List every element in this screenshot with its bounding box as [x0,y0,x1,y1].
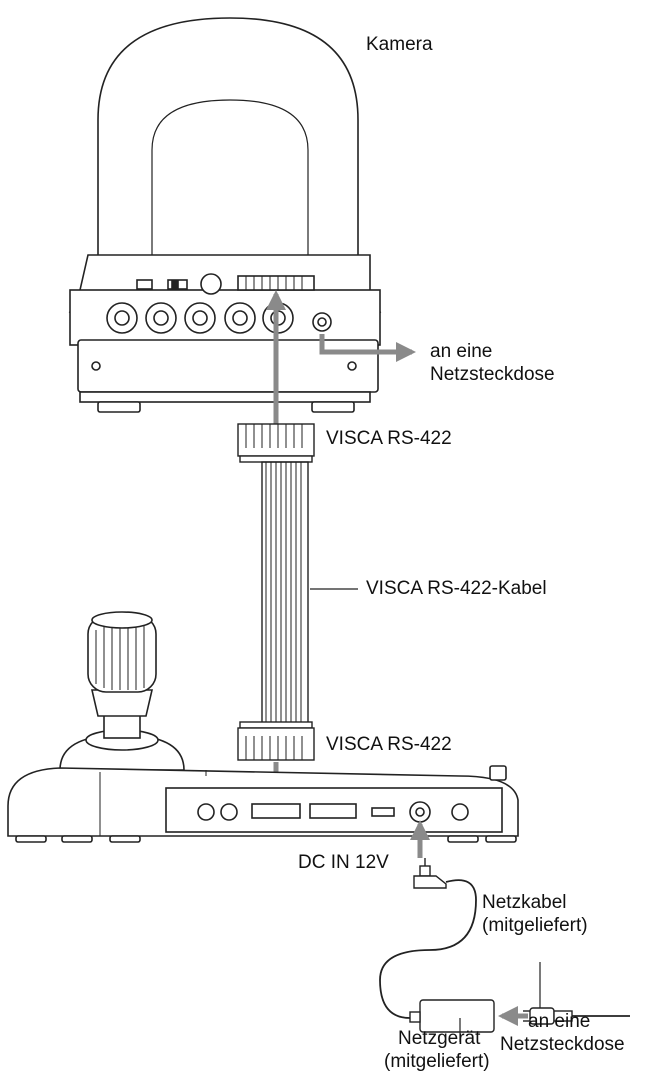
label-adapter-2: (mitgeliefert) [384,1051,490,1072]
label-camera: Kamera [366,34,433,55]
visca-cable [237,423,315,761]
label-outlet-top-2: Netzsteckdose [430,364,555,385]
label-visca-top: VISCA RS-422 [326,428,452,449]
label-outlet-top-1: an eine [430,341,493,362]
label-outlet-bottom-1: an eine [528,1011,591,1032]
power-adapter-illustration [379,858,630,1033]
camera-power-arrow [319,334,416,362]
label-outlet-bottom-2: Netzsteckdose [500,1034,625,1055]
controller-illustration [7,611,519,843]
camera-illustration [68,17,382,413]
label-dc-in: DC IN 12V [298,852,389,873]
label-power-cord-1: Netzkabel [482,892,567,913]
label-visca-bottom: VISCA RS-422 [326,734,452,755]
label-visca-cable: VISCA RS-422-Kabel [366,578,547,599]
label-power-cord-2: (mitgeliefert) [482,915,588,936]
label-adapter-1: Netzgerät [398,1028,481,1049]
